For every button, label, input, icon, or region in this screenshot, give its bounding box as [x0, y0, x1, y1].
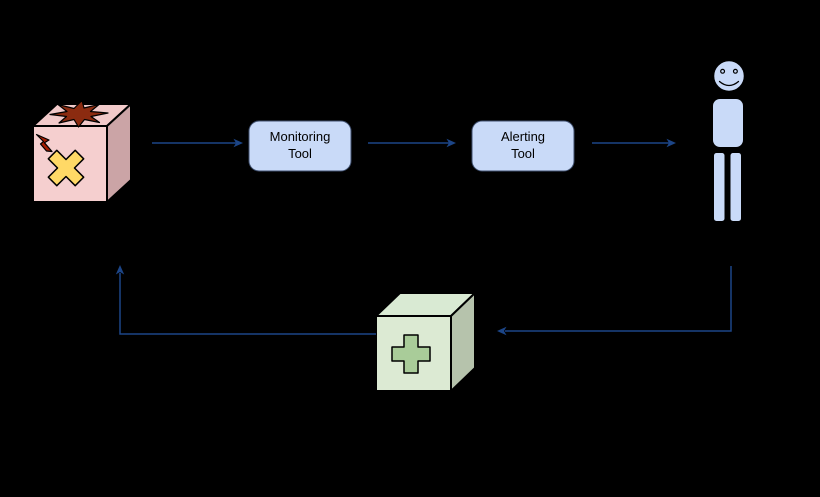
- person-torso-icon: [713, 99, 743, 147]
- connector-line: [119, 273, 376, 335]
- explosion-icon: [49, 99, 109, 128]
- person-smile-icon: [718, 80, 740, 87]
- edge-fix-to-broken: [115, 265, 376, 335]
- alerting-tool-node: [471, 120, 575, 172]
- edge-broken-to-monitoring: [152, 138, 243, 148]
- engineer-node: [712, 59, 746, 221]
- edge-monitoring-to-alerting: [368, 138, 456, 148]
- alerting-tool-label-wrap: Alerting Tool: [472, 121, 574, 171]
- arrowhead-icon: [497, 326, 507, 336]
- person-head-icon: [712, 59, 746, 93]
- medical-plus-icon: [391, 334, 431, 374]
- arrowhead-icon: [115, 265, 125, 275]
- edge-engineer-to-fix: [497, 266, 732, 336]
- alerting-tool-label: Alerting Tool: [500, 129, 546, 161]
- monitoring-tool-label-wrap: Monitoring Tool: [249, 121, 351, 171]
- person-eye-icon: [732, 68, 738, 74]
- monitoring-tool-label: Monitoring Tool: [269, 129, 331, 161]
- person-leg-icon: [730, 153, 741, 221]
- person-eye-icon: [720, 68, 726, 74]
- arrowhead-icon: [233, 138, 243, 148]
- edge-alerting-to-engineer: [592, 138, 676, 148]
- person-leg-icon: [714, 153, 725, 221]
- connector-line: [505, 266, 732, 332]
- broken-system-node: [32, 99, 132, 203]
- error-cross-icon: [47, 149, 85, 187]
- monitoring-tool-node: [248, 120, 352, 172]
- arrowhead-icon: [666, 138, 676, 148]
- fix-node: [375, 292, 476, 392]
- arrowhead-icon: [446, 138, 456, 148]
- lightning-bolt-icon: [35, 133, 53, 153]
